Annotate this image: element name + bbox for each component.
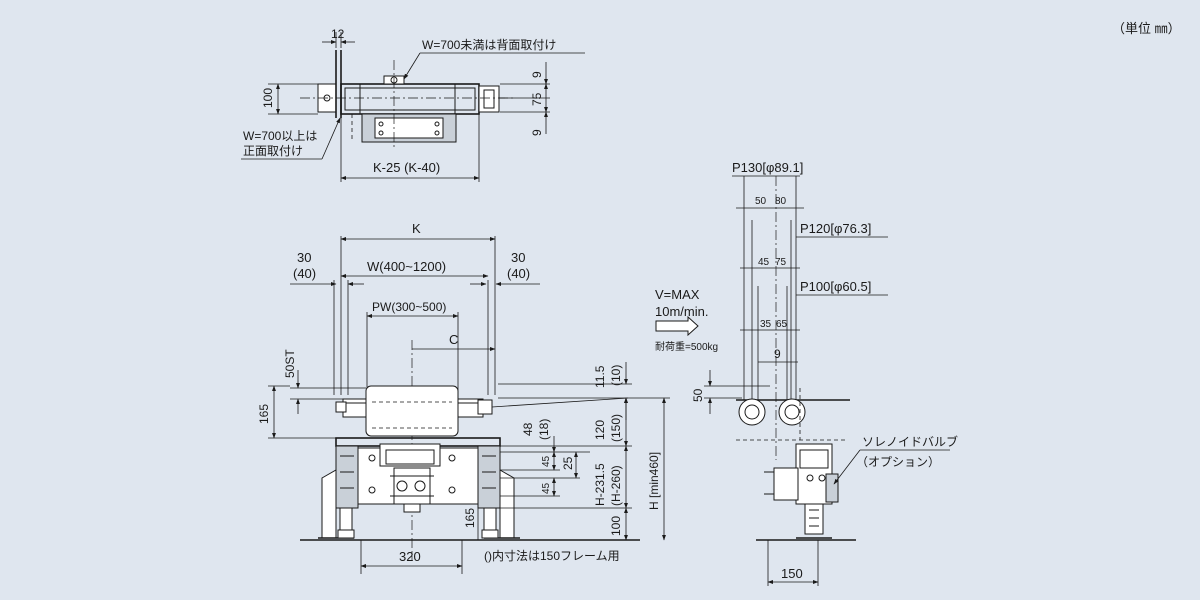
dim-165-bottom: 165 bbox=[463, 508, 477, 528]
p130: P130[φ89.1] bbox=[732, 160, 803, 175]
unit-note: （単位 ㎜） bbox=[1112, 21, 1181, 36]
dim-40-right: (40) bbox=[507, 266, 530, 281]
p100: P100[φ60.5] bbox=[800, 279, 871, 294]
dim-45-p120: 45 bbox=[758, 257, 770, 268]
dim-165-left: 165 bbox=[257, 404, 271, 424]
front-view: K 30 (40) W(400~1200) 30 (40) PW(300~500… bbox=[257, 221, 670, 574]
dim-k: K bbox=[412, 221, 421, 236]
dim-75: 75 bbox=[530, 92, 544, 106]
speed-line-2: 10m/min. bbox=[655, 304, 708, 319]
dim-40-left: (40) bbox=[293, 266, 316, 281]
direction-arrow-icon bbox=[655, 315, 699, 337]
dim-100-top: 100 bbox=[261, 88, 275, 108]
speed-line-1: V=MAX bbox=[655, 287, 700, 302]
dim-k25: K-25 (K-40) bbox=[373, 160, 440, 175]
note-front-mount-1: W=700以上は bbox=[243, 129, 317, 143]
dim-45-a: 45 bbox=[541, 455, 552, 467]
dim-h231: H-231.5 bbox=[593, 463, 607, 506]
dim-25: 25 bbox=[561, 456, 575, 470]
dim-50-side: 50 bbox=[691, 388, 705, 402]
note-rear-mount: W=700未満は背面取付け bbox=[422, 38, 556, 52]
dim-320: 320 bbox=[399, 549, 421, 564]
note-front-mount-2: 正面取付け bbox=[243, 144, 303, 158]
dim-9-bottom: 9 bbox=[530, 129, 544, 136]
dim-h260: (H-260) bbox=[609, 465, 623, 506]
dim-35-p100: 35 bbox=[760, 319, 772, 330]
dim-pw: PW(300~500) bbox=[372, 300, 446, 314]
dim-18: (18) bbox=[537, 419, 551, 440]
dim-11-5: 11.5 bbox=[593, 365, 607, 388]
dim-80-p130: 80 bbox=[775, 196, 787, 207]
p120: P120[φ76.3] bbox=[800, 221, 871, 236]
dim-10: (10) bbox=[609, 365, 623, 386]
dim-12: 12 bbox=[331, 27, 345, 41]
dim-30-right: 30 bbox=[511, 250, 525, 265]
dim-75-p120: 75 bbox=[775, 257, 787, 268]
load-capacity: 耐荷重=500kg bbox=[655, 340, 718, 353]
top-view: 12 W=700未満は背面取付け 100 W=700以上は 正面取付け 9 75… bbox=[241, 27, 585, 182]
dim-150-side: 150 bbox=[781, 566, 803, 581]
dim-w: W(400~1200) bbox=[367, 259, 446, 274]
dim-9-top: 9 bbox=[530, 71, 544, 78]
dim-100: 100 bbox=[609, 516, 623, 536]
dim-30-left: 30 bbox=[297, 250, 311, 265]
dim-150: (150) bbox=[609, 414, 623, 442]
dim-65-p100: 65 bbox=[776, 319, 788, 330]
dim-h: H [min460] bbox=[647, 452, 661, 510]
dim-50-p130: 50 bbox=[755, 196, 767, 207]
dim-45-b: 45 bbox=[541, 482, 552, 494]
note-150-frame: ()内寸法は150フレーム用 bbox=[484, 549, 620, 563]
dim-120: 120 bbox=[593, 420, 607, 440]
solenoid-option: （オプション） bbox=[856, 455, 940, 469]
solenoid-valve: ソレノイドバルブ bbox=[862, 434, 958, 449]
dim-50st: 50ST bbox=[283, 349, 297, 378]
dim-9-side: 9 bbox=[774, 347, 781, 361]
side-view: V=MAX 10m/min. 耐荷重=500kg P130[φ89.1] 50 … bbox=[655, 160, 958, 586]
dim-c: C bbox=[449, 332, 458, 347]
dim-48: 48 bbox=[521, 422, 535, 436]
